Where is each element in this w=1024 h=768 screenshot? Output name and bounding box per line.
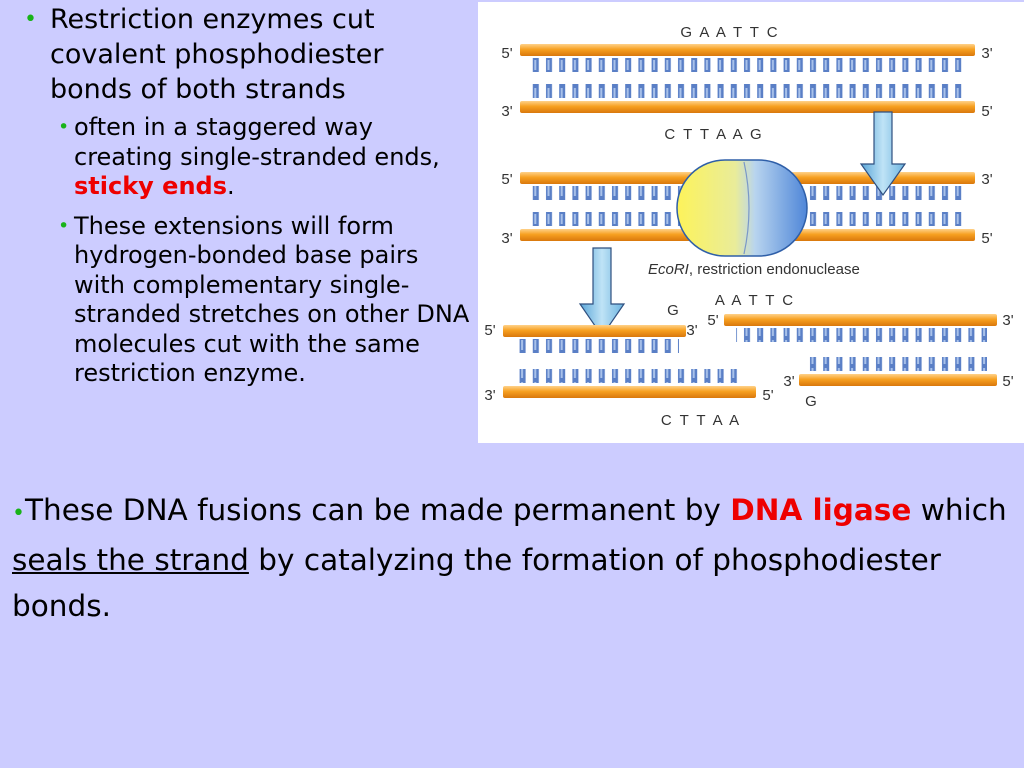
three-prime-label: 3' xyxy=(484,387,495,404)
base-pairs xyxy=(736,328,987,342)
seals-the-strand-underlined: seals the strand xyxy=(12,543,249,577)
enzyme-label-italic: EcoRI xyxy=(648,261,689,278)
five-prime-label: 5' xyxy=(1002,373,1013,390)
dna-ligase-highlight: DNA ligase xyxy=(730,493,912,527)
dna-strand-fragment xyxy=(724,314,997,326)
three-prime-label: 3' xyxy=(501,103,512,120)
dna-strand-fragment xyxy=(503,386,756,398)
main-bullet-text: Restriction enzymes cut covalent phospho… xyxy=(50,4,384,105)
dna-strand-fragment xyxy=(799,374,997,386)
sub-bullet-text: These extensions will form hydrogen-bond… xyxy=(74,211,470,388)
cut-arrow-icon xyxy=(859,111,907,197)
sticky-end-base: G xyxy=(667,302,679,319)
sub-bullet-extensions: • These extensions will form hydrogen-bo… xyxy=(22,212,472,389)
three-prime-label: 3' xyxy=(981,171,992,188)
bottom-sequence-label: C T T A A G xyxy=(664,126,763,143)
main-bullet: • Restriction enzymes cut covalent phosp… xyxy=(22,2,472,107)
bottom-bullet-text: which xyxy=(911,493,1007,527)
five-prime-label: 5' xyxy=(707,312,718,329)
sticky-ends-highlight: sticky ends xyxy=(74,172,227,200)
three-prime-label: 3' xyxy=(1002,312,1013,329)
five-prime-label: 5' xyxy=(501,171,512,188)
base-pairs xyxy=(530,58,964,72)
five-prime-label: 5' xyxy=(762,387,773,404)
dna-strand xyxy=(520,44,975,56)
base-pairs xyxy=(515,339,679,353)
sub-bullet-sticky-ends: • often in a staggered way creating sing… xyxy=(22,113,472,202)
three-prime-label: 3' xyxy=(783,373,794,390)
bottom-bullet-text: These DNA fusions can be made permanent … xyxy=(24,493,731,527)
dna-strand-fragment xyxy=(503,325,686,337)
ecori-diagram-svg: G A A T T C 5' 3' 3' 5' C T T A A G 5' 3… xyxy=(484,24,1013,429)
sticky-end-sequence: C T T A A xyxy=(661,412,741,429)
sticky-end-sequence: A A T T C xyxy=(715,292,795,309)
dna-strand xyxy=(520,101,975,113)
ecori-diagram: G A A T T C 5' 3' 3' 5' C T T A A G 5' 3… xyxy=(478,2,1024,443)
sticky-end-base: G xyxy=(805,393,817,410)
sub-bullet-list: • often in a staggered way creating sing… xyxy=(22,113,472,389)
three-prime-label: 3' xyxy=(501,230,512,247)
sub-bullet-text: often in a staggered way creating single… xyxy=(74,113,440,171)
enzyme-seam xyxy=(743,161,750,255)
base-pairs xyxy=(515,369,743,383)
five-prime-label: 5' xyxy=(501,45,512,62)
bottom-bullet-text: by catalyzing the formation of phosphodi… xyxy=(12,543,941,623)
bullet-dot: • xyxy=(58,214,70,237)
ecori-enzyme xyxy=(676,159,808,257)
top-sequence-label: G A A T T C xyxy=(680,24,779,41)
bottom-bullet: •These DNA fusions can be made permanent… xyxy=(12,487,1012,629)
base-pairs xyxy=(530,84,964,98)
cut-arrow-icon xyxy=(578,247,626,338)
five-prime-label: 5' xyxy=(484,322,495,339)
enzyme-label-rest: , restriction endonuclease xyxy=(689,261,860,278)
three-prime-label: 3' xyxy=(686,322,697,339)
bullet-dot: • xyxy=(24,7,37,32)
three-prime-label: 3' xyxy=(981,45,992,62)
five-prime-label: 5' xyxy=(981,103,992,120)
bullet-dot: • xyxy=(12,501,25,526)
enzyme-label: EcoRI, restriction endonuclease xyxy=(648,261,860,278)
bullet-list: • Restriction enzymes cut covalent phosp… xyxy=(22,2,472,399)
base-pairs xyxy=(806,357,987,371)
five-prime-label: 5' xyxy=(981,230,992,247)
bullet-dot: • xyxy=(58,116,70,138)
sub-bullet-text-end: . xyxy=(227,172,235,200)
